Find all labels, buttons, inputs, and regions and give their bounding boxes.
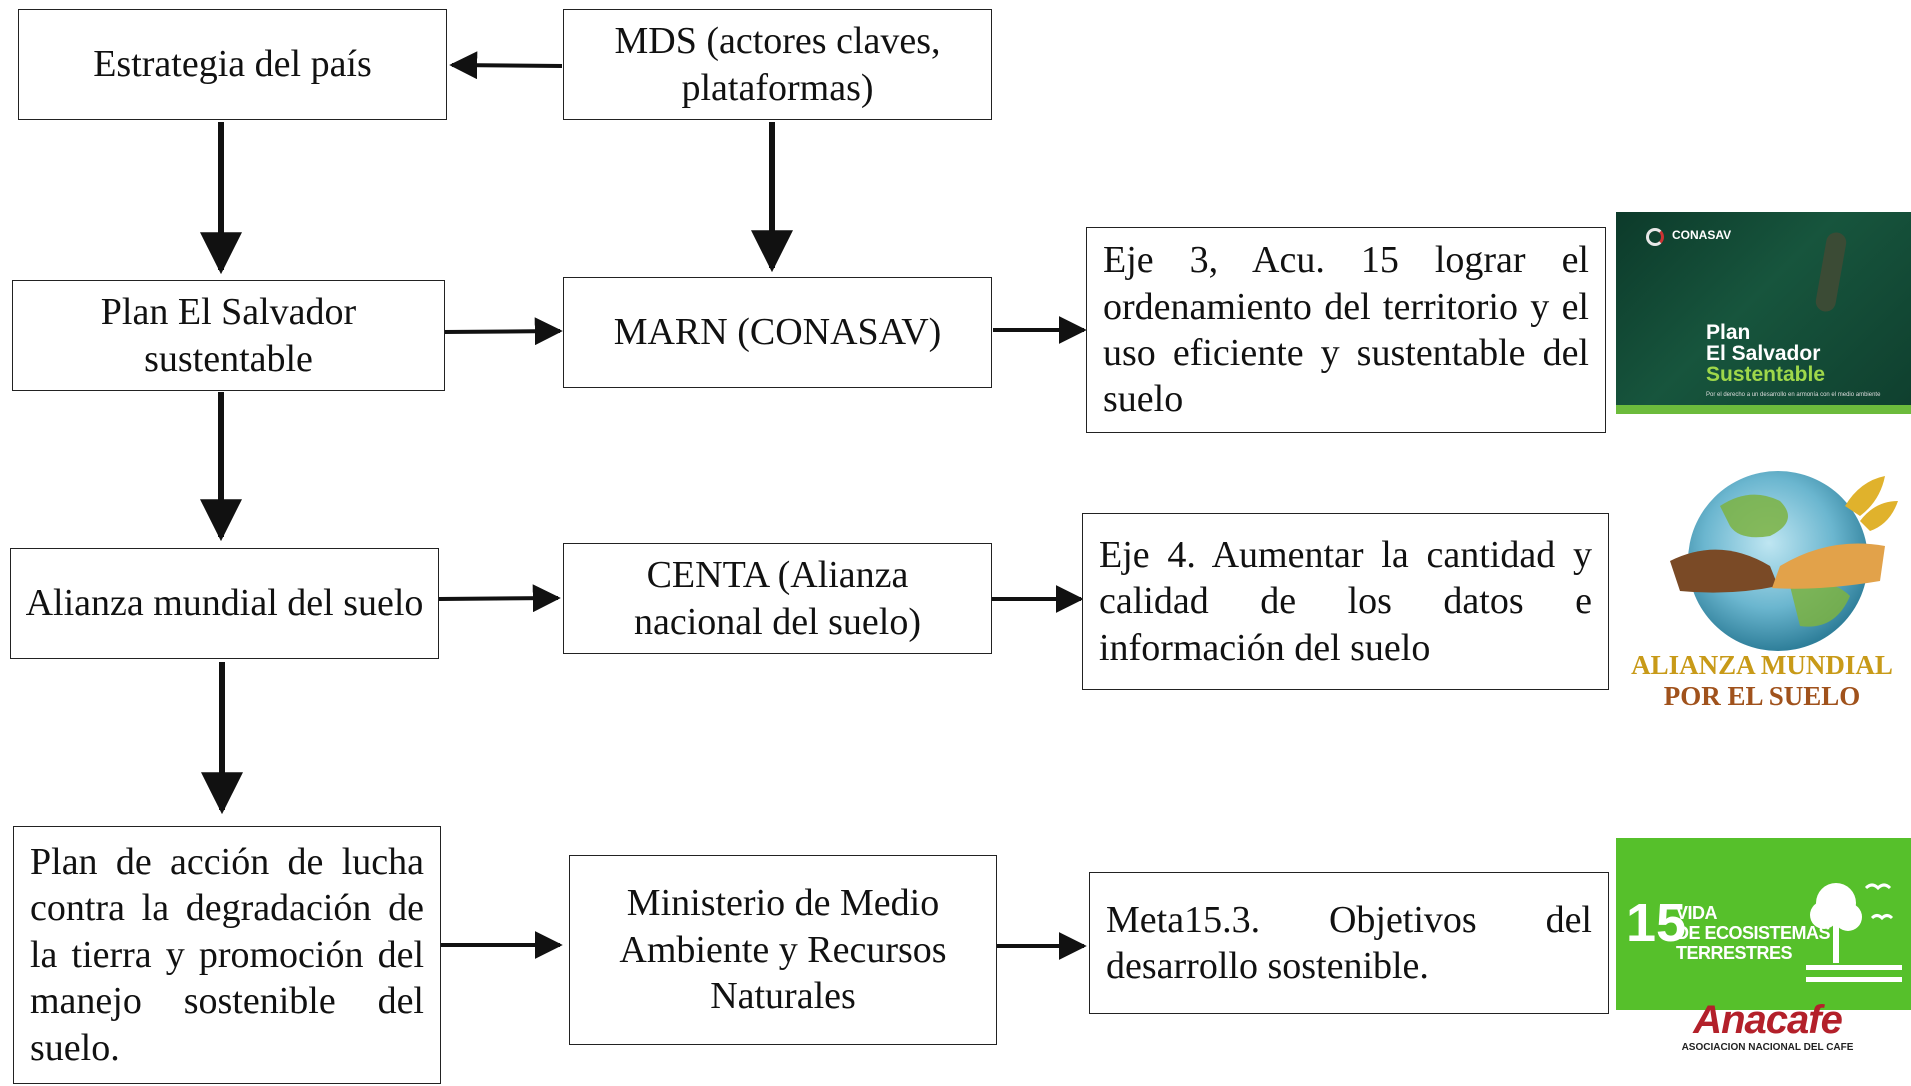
box-eje4: Eje 4. Aumentar la cantidad y calidad de… bbox=[1082, 513, 1609, 690]
box-eje4-label: Eje 4. Aumentar la cantidad y calidad de… bbox=[1099, 533, 1592, 669]
plan-el-salvador-cover-image: CONASAV Plan El Salvador Sustentable Por… bbox=[1616, 212, 1911, 414]
box-estrategia-label: Estrategia del país bbox=[93, 43, 372, 86]
arrow-alianza-to-centa bbox=[438, 584, 561, 613]
plan-cover-green-bar bbox=[1616, 405, 1911, 414]
box-eje3: Eje 3, Acu. 15 lograr el ordenamiento de… bbox=[1086, 227, 1606, 433]
plan-cover-tagline: Por el derecho a un desarrollo en armoní… bbox=[1706, 392, 1881, 398]
box-plan-de-accion: Plan de acción de lucha contra la degrad… bbox=[13, 826, 441, 1084]
box-plan-el-salvador-label: Plan El Salvador sustentable bbox=[100, 291, 357, 380]
conasav-brand: CONASAV bbox=[1672, 228, 1732, 242]
box-plan-el-salvador: Plan El Salvador sustentable bbox=[12, 280, 445, 391]
sdg-15-tile: 15 VIDA DE ECOSISTEMAS TERRESTRES bbox=[1616, 838, 1911, 1010]
box-marn: MARN (CONASAV) bbox=[563, 277, 992, 388]
box-ministerio-label: Ministerio de Medio Ambiente y Recursos … bbox=[619, 882, 947, 1018]
sdg-label: VIDA DE ECOSISTEMAS TERRESTRES bbox=[1676, 903, 1831, 963]
box-meta-15-3: Meta15.3. Objetivos del desarrollo soste… bbox=[1089, 872, 1609, 1014]
canoe-icon bbox=[1814, 230, 1848, 314]
tree-and-birds-icon bbox=[1806, 883, 1902, 982]
box-plan-de-accion-label: Plan de acción de lucha contra la degrad… bbox=[30, 841, 424, 1069]
box-alianza-mundial: Alianza mundial del suelo bbox=[10, 548, 439, 659]
anacafe-logo: Anacafe ASOCIACION NACIONAL DEL CAFE bbox=[1640, 1000, 1895, 1054]
box-eje3-label: Eje 3, Acu. 15 lograr el ordenamiento de… bbox=[1103, 239, 1589, 421]
arrow-plan-to-marn bbox=[443, 317, 563, 346]
box-alianza-mundial-label: Alianza mundial del suelo bbox=[25, 582, 424, 625]
anacafe-subtitle: ASOCIACION NACIONAL DEL CAFE bbox=[1681, 1042, 1854, 1053]
box-mds-label: MDS (actores claves, plataformas) bbox=[614, 20, 941, 109]
plan-cover-title: Plan El Salvador Sustentable bbox=[1706, 321, 1826, 386]
arrow-mds-to-estrategia bbox=[449, 51, 563, 80]
box-centa-label: CENTA (Alianza nacional del suelo) bbox=[633, 554, 921, 643]
box-ministerio: Ministerio de Medio Ambiente y Recursos … bbox=[569, 855, 997, 1045]
box-estrategia-del-pais: Estrategia del país bbox=[18, 9, 447, 120]
box-centa: CENTA (Alianza nacional del suelo) bbox=[563, 543, 992, 654]
conasav-logo-icon bbox=[1646, 228, 1664, 246]
alianza-mundial-globe-handshake-logo bbox=[1670, 471, 1898, 651]
box-marn-label: MARN (CONASAV) bbox=[613, 311, 942, 354]
box-mds: MDS (actores claves, plataformas) bbox=[563, 9, 992, 120]
box-meta-label: Meta15.3. Objetivos del desarrollo soste… bbox=[1106, 898, 1592, 987]
anacafe-name: Anacafe bbox=[1693, 998, 1843, 1042]
alianza-mundial-logo-text: ALIANZA MUNDIAL POR EL SUELO bbox=[1631, 650, 1893, 712]
sdg-number: 15 bbox=[1626, 893, 1687, 953]
